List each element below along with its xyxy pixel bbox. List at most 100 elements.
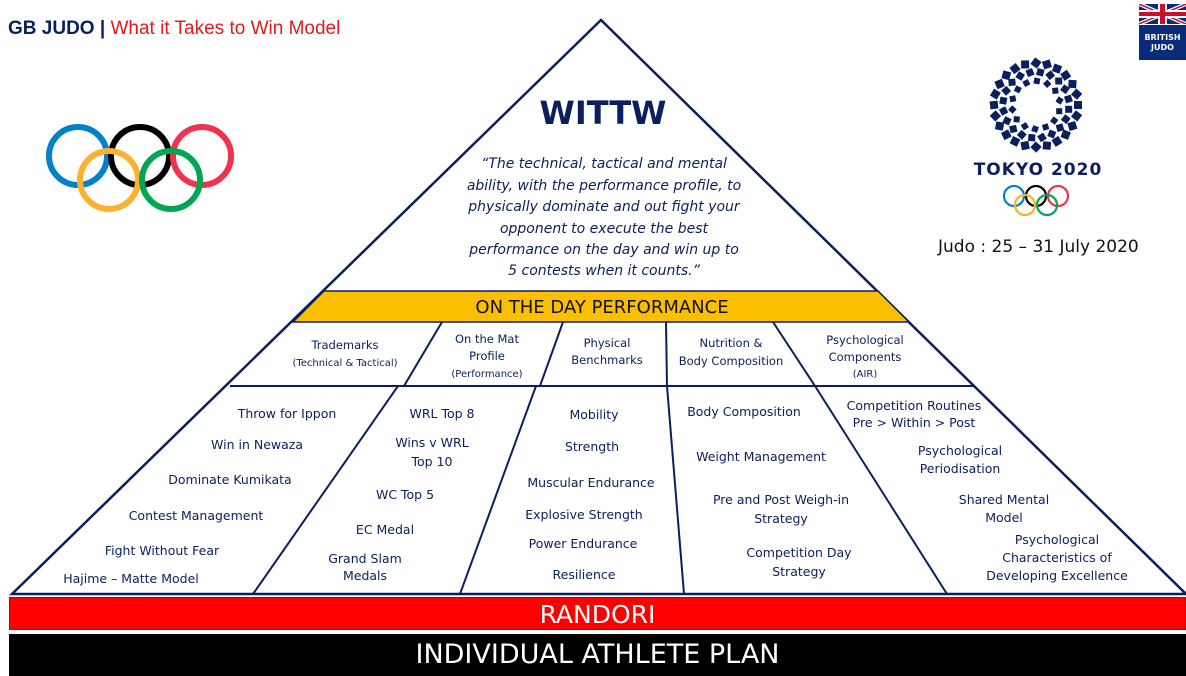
pillar-item: Pre > Within > Post	[853, 415, 976, 430]
pillar-divider	[403, 321, 443, 387]
pillar-divider	[459, 385, 537, 595]
tokyo-2020-emblem	[989, 57, 1083, 153]
emblem-check	[1067, 121, 1078, 131]
pillar-item: Power Endurance	[529, 536, 638, 551]
wittw-quote: “The technical, tactical and mental abil…	[467, 156, 741, 279]
on-the-day-band	[291, 290, 911, 323]
emblem-check	[1060, 114, 1071, 125]
header-brand: GB JUDO	[8, 18, 95, 39]
pillar-divider	[665, 321, 668, 387]
pillar-item: Wins v WRL	[395, 435, 468, 450]
tokyo-2020-label: TOKYO 2020	[973, 160, 1103, 180]
band-label: ON THE DAY PERFORMANCE	[475, 297, 728, 318]
emblem-check	[1055, 123, 1065, 133]
emblem-check	[998, 106, 1009, 116]
emblem-check	[1016, 129, 1027, 140]
pillar-item: Resilience	[553, 567, 616, 582]
emblem-check	[1021, 60, 1030, 69]
tokyo-olympic-rings	[1002, 184, 1070, 217]
emblem-check	[1047, 129, 1057, 139]
pillar-item: Model	[985, 510, 1023, 525]
event-dates: Judo : 25 – 31 July 2020	[938, 237, 1139, 257]
pillar-item: Hajime – Matte Model	[63, 571, 199, 586]
emblem-check	[1060, 84, 1070, 95]
pillar-item: EC Medal	[356, 522, 414, 537]
emblem-check	[989, 88, 1001, 100]
pillar-divider	[772, 321, 816, 387]
emblem-check	[1027, 133, 1036, 142]
emblem-check	[1060, 69, 1072, 81]
emblem-check	[1042, 141, 1052, 150]
emblem-check	[1008, 78, 1016, 87]
pillar-divider	[814, 385, 948, 595]
pillar-item: Strategy	[754, 511, 808, 526]
individual-athlete-plan-bar: INDIVIDUAL ATHLETE PLAN	[9, 634, 1186, 676]
pillar-header-trademarks-sub: (Technical & Tactical)	[292, 358, 397, 369]
emblem-check	[1031, 125, 1039, 133]
emblem-check	[1020, 122, 1029, 131]
emblem-check	[1042, 79, 1052, 89]
emblem-check	[1070, 88, 1083, 100]
emblem-check	[994, 78, 1005, 90]
emblem-check	[1030, 141, 1042, 153]
pillar-header-on-the-mat-sub: (Performance)	[451, 369, 522, 380]
quote-line: ability, with the performance profile, t…	[467, 178, 741, 194]
pillar-item: Pre and Post Weigh-in	[713, 492, 849, 507]
emblem-check	[1001, 70, 1012, 81]
emblem-check	[1009, 95, 1017, 103]
pillar-item: Explosive Strength	[525, 507, 642, 522]
pillar-item: Strength	[565, 439, 619, 454]
pillar-item: Periodisation	[920, 461, 1001, 476]
pillar-divider	[666, 385, 685, 595]
pillar-item: Developing Excellence	[986, 568, 1128, 583]
emblem-check	[1065, 105, 1073, 113]
pillar-item: Throw for Ippon	[237, 406, 337, 421]
pillar-item: Body Composition	[687, 404, 801, 419]
pillar-item: Mobility	[569, 407, 619, 422]
quote-line: 5 contests when it counts.”	[508, 263, 700, 279]
pillar-header-physical: Physical	[584, 336, 631, 350]
emblem-check	[1060, 129, 1071, 140]
pillar-item: Psychological	[918, 443, 1002, 458]
emblem-check	[1052, 87, 1059, 94]
pillar-header-on-the-mat: On the Mat	[455, 332, 519, 346]
pillar-item: Competition Routines	[847, 398, 982, 413]
emblem-check	[1041, 59, 1052, 70]
pillar-header-physical: Benchmarks	[571, 353, 643, 367]
pillar-item: Dominate Kumikata	[168, 472, 291, 487]
emblem-check	[1074, 101, 1082, 109]
emblem-check	[1056, 108, 1063, 115]
pillar-header-psychological: Psychological	[826, 333, 903, 347]
emblem-check	[1000, 129, 1012, 141]
pillar-header-psychological: Components	[829, 350, 902, 364]
pillar-item: Competition Day	[746, 545, 852, 560]
emblem-check	[1013, 116, 1020, 123]
emblem-check	[1051, 135, 1063, 147]
emblem-check	[999, 96, 1008, 105]
emblem-check	[1008, 105, 1017, 114]
emblem-check	[1033, 77, 1041, 85]
page-header: GB JUDO | What it Takes to Win Model	[8, 18, 340, 40]
emblem-check	[1055, 96, 1064, 105]
randori-bar: RANDORI	[9, 597, 1186, 630]
emblem-check	[1055, 77, 1063, 85]
union-flag-icon	[1138, 2, 1186, 26]
emblem-check	[1001, 85, 1012, 96]
pillar-item: Weight Management	[696, 449, 826, 464]
quote-line: physically dominate and out fight your	[467, 199, 741, 215]
british-judo-text: BRITISH JUDO	[1139, 25, 1186, 60]
emblem-check	[1009, 124, 1018, 134]
pyramid-heading: WITTW	[540, 94, 667, 132]
emblem-check	[989, 110, 1002, 122]
pillar-item: Fight Without Fear	[105, 543, 220, 558]
pillar-divider	[252, 385, 399, 595]
quote-line: “The technical, tactical and mental	[481, 156, 727, 172]
emblem-check	[1051, 63, 1063, 74]
pillar-header-nutrition: Nutrition &	[700, 336, 763, 350]
pillar-item: Psychological	[1015, 532, 1099, 547]
pillar-item: Grand Slam	[328, 551, 402, 566]
pillar-header-trademarks: Trademarks	[310, 338, 378, 352]
british-judo-logo: BRITISH JUDO	[1138, 2, 1186, 60]
emblem-check	[994, 121, 1005, 131]
